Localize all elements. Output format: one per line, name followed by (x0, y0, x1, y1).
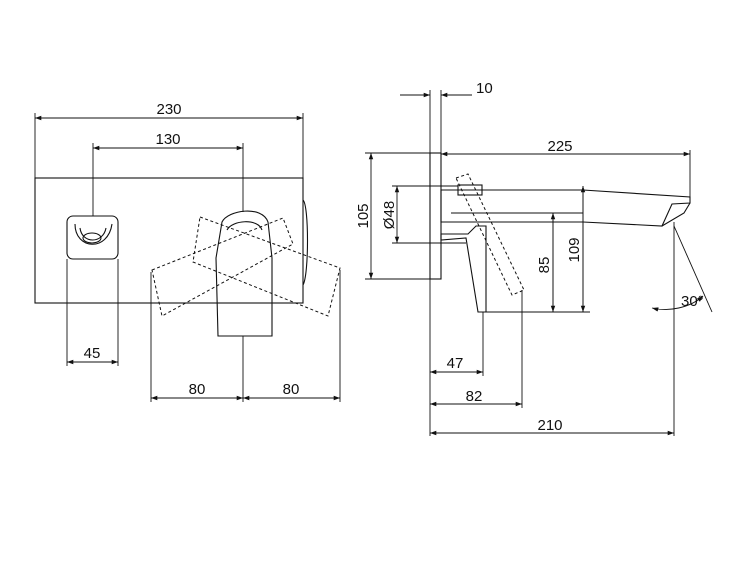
dim-label-230: 230 (156, 101, 181, 118)
dim-arc-30 (651, 295, 704, 312)
side-lever-handle (440, 225, 487, 313)
dim-label-82: 82 (466, 388, 483, 405)
front-view: 230 130 45 80 80 (34, 101, 341, 402)
handle-rotated-left-outline (151, 217, 294, 317)
dim-label-45: 45 (84, 345, 101, 362)
side-view: 10 225 105 Ø48 85 109 47 82 210 30° (355, 80, 713, 436)
dim-label-48: Ø48 (381, 201, 398, 229)
dim-label-80-right: 80 (283, 381, 300, 398)
spout-tip (661, 202, 691, 227)
dim-label-80-left: 80 (189, 381, 206, 398)
dim-label-210: 210 (537, 417, 562, 434)
handle-rotated-right-outline (192, 216, 341, 317)
side-lever-rotated-outline (455, 173, 525, 296)
diverter-knob (66, 215, 119, 260)
dim-label-47: 47 (447, 355, 464, 372)
angle-reference-line (673, 225, 713, 313)
plate-edge-detail (302, 199, 309, 286)
lever-handle (215, 210, 273, 337)
dim-label-225: 225 (547, 138, 572, 155)
dim-label-130: 130 (155, 131, 180, 148)
dim-label-105: 105 (355, 203, 372, 228)
lever-handle-highlight (226, 221, 263, 231)
dim-label-109: 109 (566, 237, 583, 262)
cartridge-block (457, 184, 483, 196)
spout-body (440, 189, 691, 227)
dim-label-angle: 30° (681, 293, 704, 310)
dim-label-10: 10 (476, 80, 493, 97)
dim-label-85: 85 (536, 257, 553, 274)
wall-plate-outline (34, 177, 304, 304)
side-wall-plate (429, 152, 442, 280)
